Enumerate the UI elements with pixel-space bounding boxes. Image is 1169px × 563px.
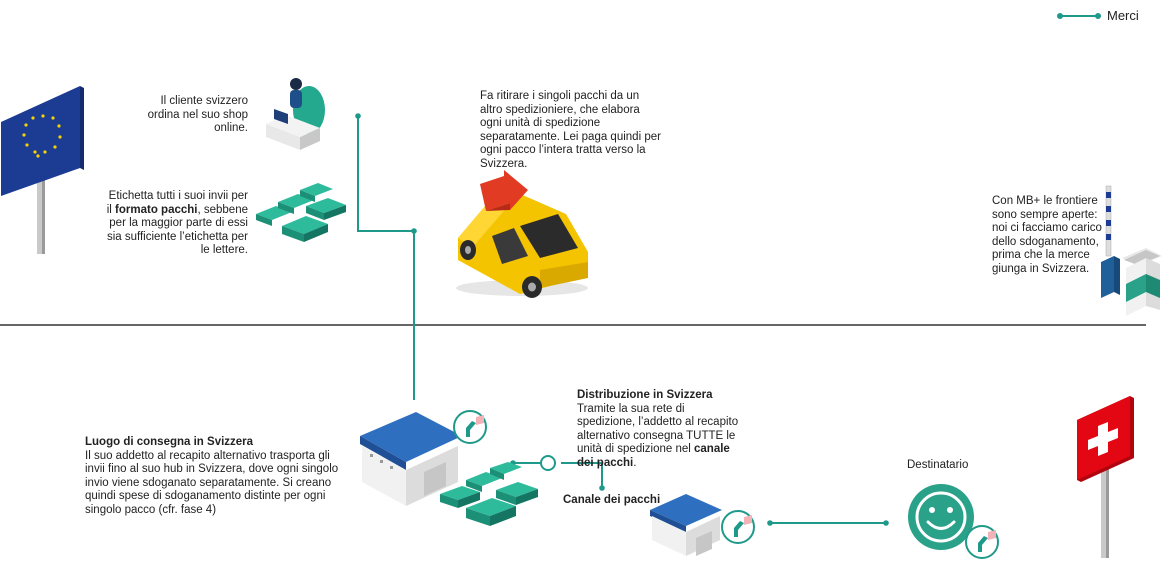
parcels-icon (440, 462, 538, 526)
step-distribution-line: Tramite la sua rete di (577, 402, 685, 415)
step-hub-line: Il suo addetto al recapito alternativo t… (85, 449, 330, 462)
step-order-line: Il cliente svizzero (160, 95, 248, 107)
legend-line (1057, 12, 1101, 19)
customer-laptop-icon (266, 78, 325, 150)
delivery-van-icon (456, 170, 588, 298)
recipient-label: Destinatario (907, 459, 969, 471)
step-pickup-line: ogni unità di spedizione (480, 117, 601, 130)
step-order-line: online. (214, 122, 248, 135)
step-mbplus-line: prima che la merce (992, 249, 1090, 262)
step-label-fragment: il (106, 203, 116, 216)
step-hub-line: singolo pacco (cfr. fase 4) (85, 503, 217, 516)
step-order-text: Il cliente svizzero ordina nel suo shop … (128, 95, 248, 136)
step-label-line: per la maggior parte di essi (109, 217, 248, 230)
customs-barrier-icon (1101, 185, 1162, 316)
step-mbplus-line: Con MB+ le frontiere (992, 195, 1098, 207)
swiss-flag-icon (1077, 396, 1134, 558)
step-label-line: le lettere. (200, 244, 248, 257)
step-distribution-emphasis: canale (694, 443, 730, 456)
step-distribution-line: unità di spedizione nel canale (577, 443, 777, 457)
step-distribution-fragment: unità di spedizione nel (577, 443, 694, 456)
step-pickup-line: ogni pacco l’intera tratta verso la (480, 144, 646, 157)
legend-label: Merci (1107, 8, 1139, 23)
step-distribution-title-text: Distribuzione in Svizzera (577, 389, 713, 401)
flow-junction (540, 455, 556, 471)
step-order-line: ordina nel suo shop (147, 108, 248, 121)
package-scan-icon (453, 410, 487, 444)
legend: Merci (1057, 8, 1139, 23)
step-label-line: sia sufficiente l’etichetta per (106, 230, 248, 243)
step-mbplus-line: sono sempre aperte: (992, 208, 1098, 221)
step-distribution-line: alternativo consegna TUTTE le (577, 429, 736, 442)
package-scan-icon (721, 510, 755, 544)
eu-flag-icon (1, 86, 84, 254)
step-mbplus-line: dello sdoganamento, (992, 235, 1099, 248)
step-hub-title-text: Luogo di consegna in Svizzera (85, 436, 254, 448)
step-hub-title: Luogo di consegna in Svizzera (85, 436, 355, 450)
step-mbplus-line: giunga in Svizzera. (992, 262, 1090, 275)
step-mbplus-text: Con MB+ le frontiere sono sempre aperte:… (992, 195, 1112, 277)
step-distribution-line: spedizione, l’addetto al recapito (577, 416, 739, 429)
step-pickup-line: Svizzera. (480, 157, 528, 170)
step-distribution-text: Distribuzione in Svizzera Tramite la sua… (577, 389, 777, 471)
step-label-text: Etichetta tutti i suoi invii per il form… (88, 190, 248, 258)
step-hub-line: quindi spese di sdoganamento distinte pe… (85, 490, 326, 503)
parcels-icon (256, 183, 346, 242)
goods-flow-line (357, 116, 886, 524)
step-pickup-text: Fa ritirare i singoli pacchi da un altro… (480, 90, 680, 172)
step-hub-text: Luogo di consegna in Svizzera Il suo add… (85, 436, 355, 518)
step-hub-line: invio viene sdoganato separatamente. Si … (85, 476, 332, 489)
step-distribution-emphasis: dei pacchi (577, 456, 634, 469)
step-mbplus-line: noi ci facciamo carico (992, 222, 1102, 235)
parcel-center-icon (650, 494, 722, 556)
step-hub-line: invii fino al suo hub in Svizzera, dove … (85, 463, 339, 476)
parcel-channel-label: Canale dei pacchi (563, 494, 661, 506)
warehouse-icon (360, 412, 462, 506)
step-pickup-line: altro spedizioniere, che elabora (480, 103, 640, 116)
step-pickup-line: separatamente. Lei paga quindi per (480, 130, 661, 143)
step-label-emphasis: formato pacchi (115, 203, 198, 216)
step-pickup-line: Fa ritirare i singoli pacchi da un (480, 90, 640, 102)
step-label-line: Etichetta tutti i suoi invii per (108, 190, 248, 202)
step-distribution-title: Distribuzione in Svizzera (577, 389, 777, 403)
step-label-fragment: , sebbene (197, 203, 248, 216)
step-label-line: il formato pacchi, sebbene (88, 204, 248, 218)
smiley-recipient-icon (908, 484, 974, 550)
step-distribution-fragment: . (633, 456, 637, 469)
step-distribution-line: dei pacchi. (577, 457, 777, 471)
package-scan-icon (965, 525, 999, 559)
